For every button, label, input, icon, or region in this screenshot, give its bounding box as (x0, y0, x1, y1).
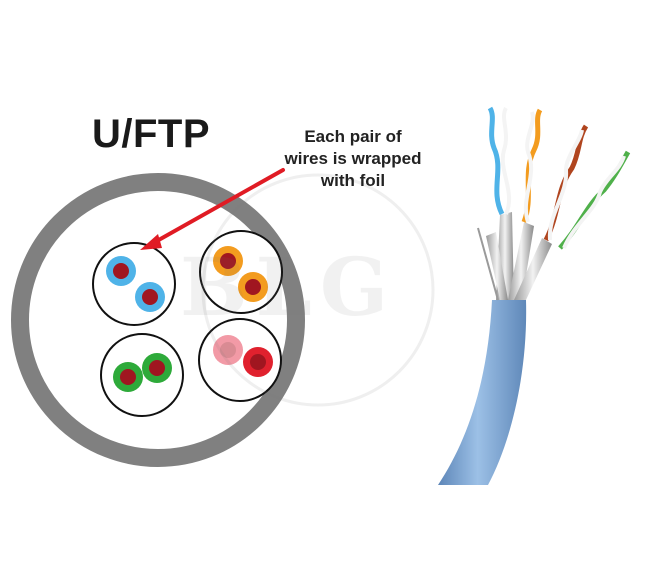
diagram-title: U/FTP (92, 112, 211, 156)
cable-illustration (438, 106, 631, 485)
callout-line-2: wires is wrapped (284, 149, 422, 168)
watermark-text: BLG (180, 240, 397, 334)
callout-line-1: Each pair of (304, 127, 402, 146)
pair-green (100, 333, 184, 417)
callout-line-3: with foil (320, 171, 386, 190)
callout-text: Each pair of wires is wrapped with foil (268, 126, 438, 192)
pair-pink-red (198, 318, 282, 402)
watermark-ring (201, 173, 435, 407)
callout-arrow (140, 168, 285, 250)
pair-orange (199, 230, 283, 314)
outer-jacket (11, 173, 305, 467)
pair-blue (92, 242, 176, 326)
